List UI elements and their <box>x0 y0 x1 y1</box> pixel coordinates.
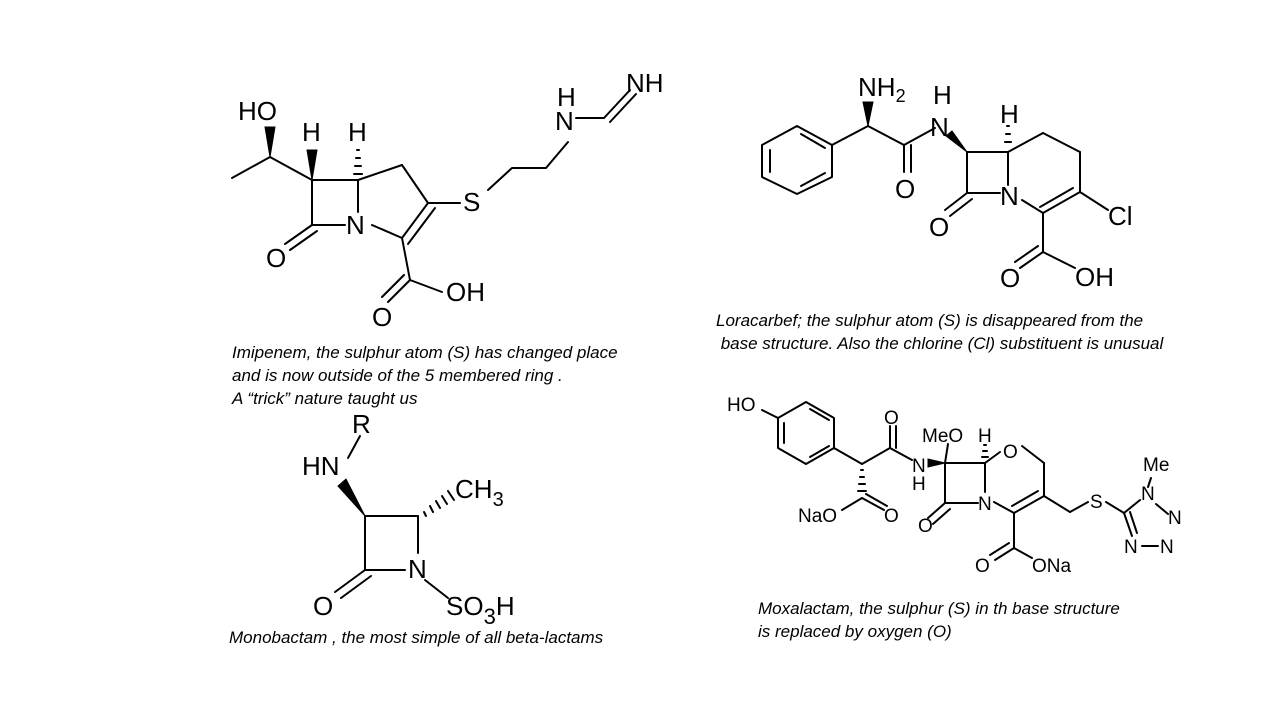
monobactam-hash-bond <box>423 490 455 517</box>
loracarbef-atom-n: N <box>1000 181 1019 211</box>
loracarbef-phenyl-ring <box>761 125 833 195</box>
imipenem-atom-n: N <box>346 210 365 240</box>
monobactam-atom-n: N <box>408 554 427 584</box>
imipenem-atom-nh: NH <box>626 68 664 98</box>
moxalactam-atom-o: O <box>918 516 933 537</box>
loracarbef-atom-oh: OH <box>1075 262 1114 292</box>
loracarbef-bonds <box>769 125 1109 269</box>
caption-line: Imipenem, the sulphur atom (S) has chang… <box>232 343 618 362</box>
loracarbef-atom-o: O <box>929 212 949 242</box>
moxalactam-atom-s: S <box>1090 492 1103 513</box>
imipenem-atom-oh: OH <box>446 277 485 307</box>
loracarbef-atom-h: H <box>933 80 952 110</box>
loracarbef-atom-n: N <box>930 112 949 142</box>
imipenem-hash-bond <box>353 149 363 175</box>
caption-line: is replaced by oxygen (O) <box>758 622 952 641</box>
moxalactam-atom-o: O <box>975 556 990 577</box>
monobactam-bonds <box>334 435 449 599</box>
loracarbef-atom-h: H <box>1000 99 1019 129</box>
monobactam-atom-o: O <box>313 591 333 621</box>
monobactam-atom-hn: HN <box>302 451 340 481</box>
imipenem-atom-o: O <box>372 302 392 332</box>
moxalactam-hash-bond <box>857 469 867 492</box>
moxalactam-atom-n: N <box>1141 484 1155 505</box>
moxalactam-atom-o: O <box>884 408 899 429</box>
moxalactam-hash-bond <box>981 444 989 458</box>
monobactam-structure: R HN CH3 N O SO3H <box>302 409 515 629</box>
monobactam-atom-so3h: SO3H <box>446 591 515 629</box>
moxalactam-wedge-bond <box>927 458 946 468</box>
caption-line: Loracarbef; the sulphur atom (S) is disa… <box>716 311 1144 330</box>
moxalactam-atom-ho: HO <box>727 395 756 416</box>
monobactam-atom-ch3: CH3 <box>455 474 504 511</box>
caption-line: Monobactam , the most simple of all beta… <box>229 628 604 647</box>
imipenem-caption: Imipenem, the sulphur atom (S) has chang… <box>232 341 618 410</box>
moxalactam-structure: HO O MeO H O N H N O NaO O S Me N N N N … <box>727 395 1182 577</box>
monobactam-caption: Monobactam , the most simple of all beta… <box>229 626 603 649</box>
moxalactam-atom-n: N <box>1168 508 1182 529</box>
moxalactam-atom-nao: NaO <box>798 506 837 527</box>
loracarbef-atom-o: O <box>1000 263 1020 293</box>
loracarbef-wedge-bond <box>945 130 968 153</box>
imipenem-atom-h: H <box>348 117 367 147</box>
imipenem-structure: HO H H N O S H N NH O OH <box>231 68 664 332</box>
moxalactam-atom-me: Me <box>1143 455 1169 476</box>
moxalactam-caption: Moxalactam, the sulphur (S) in th base s… <box>758 597 1120 643</box>
loracarbef-caption: Loracarbef; the sulphur atom (S) is disa… <box>716 309 1163 355</box>
caption-line: and is now outside of the 5 membered rin… <box>232 366 563 385</box>
loracarbef-atom-o: O <box>895 174 915 204</box>
imipenem-atom-n: N <box>555 106 574 136</box>
imipenem-atom-o: O <box>266 243 286 273</box>
moxalactam-atom-h: H <box>912 474 926 495</box>
loracarbef-atom-nh2: NH2 <box>858 72 906 106</box>
imipenem-wedge-bond <box>264 126 276 158</box>
moxalactam-atom-o: O <box>884 506 899 527</box>
moxalactam-bonds <box>761 408 1169 561</box>
moxalactam-atom-ona: ONa <box>1032 556 1072 577</box>
caption-line: A “trick” nature taught us <box>232 389 418 408</box>
loracarbef-hash-bond <box>1004 125 1012 143</box>
moxalactam-atom-meo: MeO <box>922 426 963 447</box>
imipenem-wedge-bond <box>306 149 318 181</box>
imipenem-bonds <box>231 89 637 303</box>
loracarbef-structure: NH2 H N O H N O Cl O OH <box>761 72 1133 293</box>
loracarbef-wedge-bond <box>862 101 874 127</box>
caption-line: base structure. Also the chlorine (Cl) s… <box>716 334 1164 353</box>
caption-line: Moxalactam, the sulphur (S) in th base s… <box>758 599 1120 618</box>
loracarbef-atom-cl: Cl <box>1108 201 1133 231</box>
moxalactam-atom-n: N <box>978 494 992 515</box>
moxalactam-atom-h: H <box>978 426 992 447</box>
imipenem-atom-ho: HO <box>238 96 277 126</box>
imipenem-atom-h: H <box>302 117 321 147</box>
moxalactam-atom-n: N <box>912 456 926 477</box>
moxalactam-atom-o: O <box>1003 442 1018 463</box>
moxalactam-atom-n: N <box>1160 537 1174 558</box>
imipenem-atom-s: S <box>463 187 480 217</box>
monobactam-wedge-bond <box>337 478 366 517</box>
moxalactam-atom-n: N <box>1124 537 1138 558</box>
monobactam-atom-r: R <box>352 409 371 439</box>
imipenem-atom-h: H <box>557 82 576 112</box>
moxalactam-phenol-ring <box>777 401 835 465</box>
